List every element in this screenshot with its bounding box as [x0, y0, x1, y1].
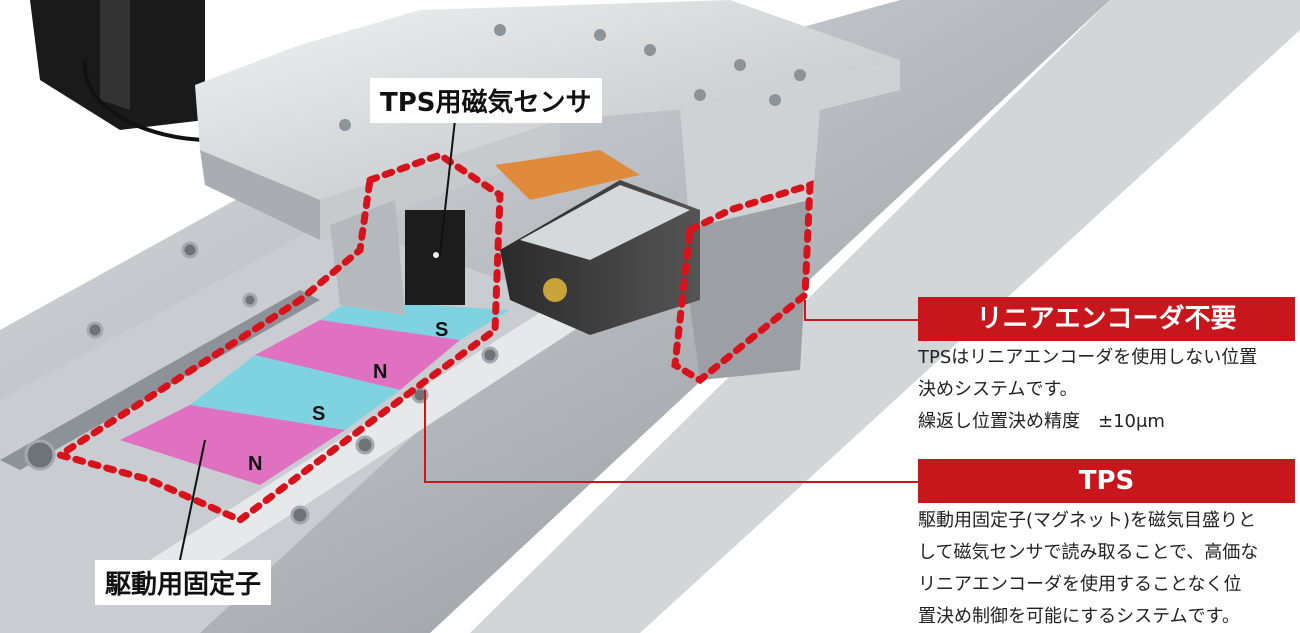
sensor-callout: TPS用磁気センサ: [370, 78, 602, 123]
tps-line-1: 駆動用固定子(マグネット)を磁気目盛りと: [918, 510, 1257, 531]
leader-lines: [179, 119, 920, 561]
tps-description: 駆動用固定子(マグネット)を磁気目盛りと して磁気センサで読み取ることで、高価な…: [918, 505, 1258, 633]
magnet-n-2: [120, 405, 345, 485]
no-encoder-line-2: 決めシステムです。: [918, 379, 1078, 400]
magnet-s-1: [320, 300, 510, 340]
magnet-strip: [120, 300, 510, 485]
magnet-label-s-1: S: [435, 319, 448, 341]
magnet-label-s-2: S: [312, 403, 325, 425]
highlight-end-block: [671, 180, 814, 385]
motor-box: [30, 0, 211, 142]
tps-line-2: して磁気センサで読み取ることで、高価な: [918, 542, 1259, 563]
stator-callout: 駆動用固定子: [95, 560, 272, 605]
guide-block: [495, 150, 700, 335]
magnet-label-n-2: N: [248, 453, 262, 475]
rail-holes: [24, 241, 499, 525]
highlight-magnet-zone: [51, 151, 504, 525]
tps-line-4: 置決め制御を可能にするシステムです。: [918, 606, 1240, 627]
no-encoder-heading: リニアエンコーダ不要: [918, 297, 1295, 341]
magnet-s-2: [190, 355, 400, 430]
tps-line-3: リニアエンコーダを使用することなく位: [918, 574, 1242, 595]
tps-heading: TPS: [918, 459, 1295, 503]
no-encoder-description: TPSはリニアエンコーダを使用しない位置 決めシステムです。 繰返し位置決め精度…: [918, 342, 1257, 438]
magnet-label-n-1: N: [373, 361, 387, 383]
no-encoder-line-3: 繰返し位置決め精度 ±10μm: [918, 411, 1165, 432]
magnet-n-1: [255, 320, 460, 390]
no-encoder-line-1: TPSはリニアエンコーダを使用しない位置: [918, 347, 1258, 368]
